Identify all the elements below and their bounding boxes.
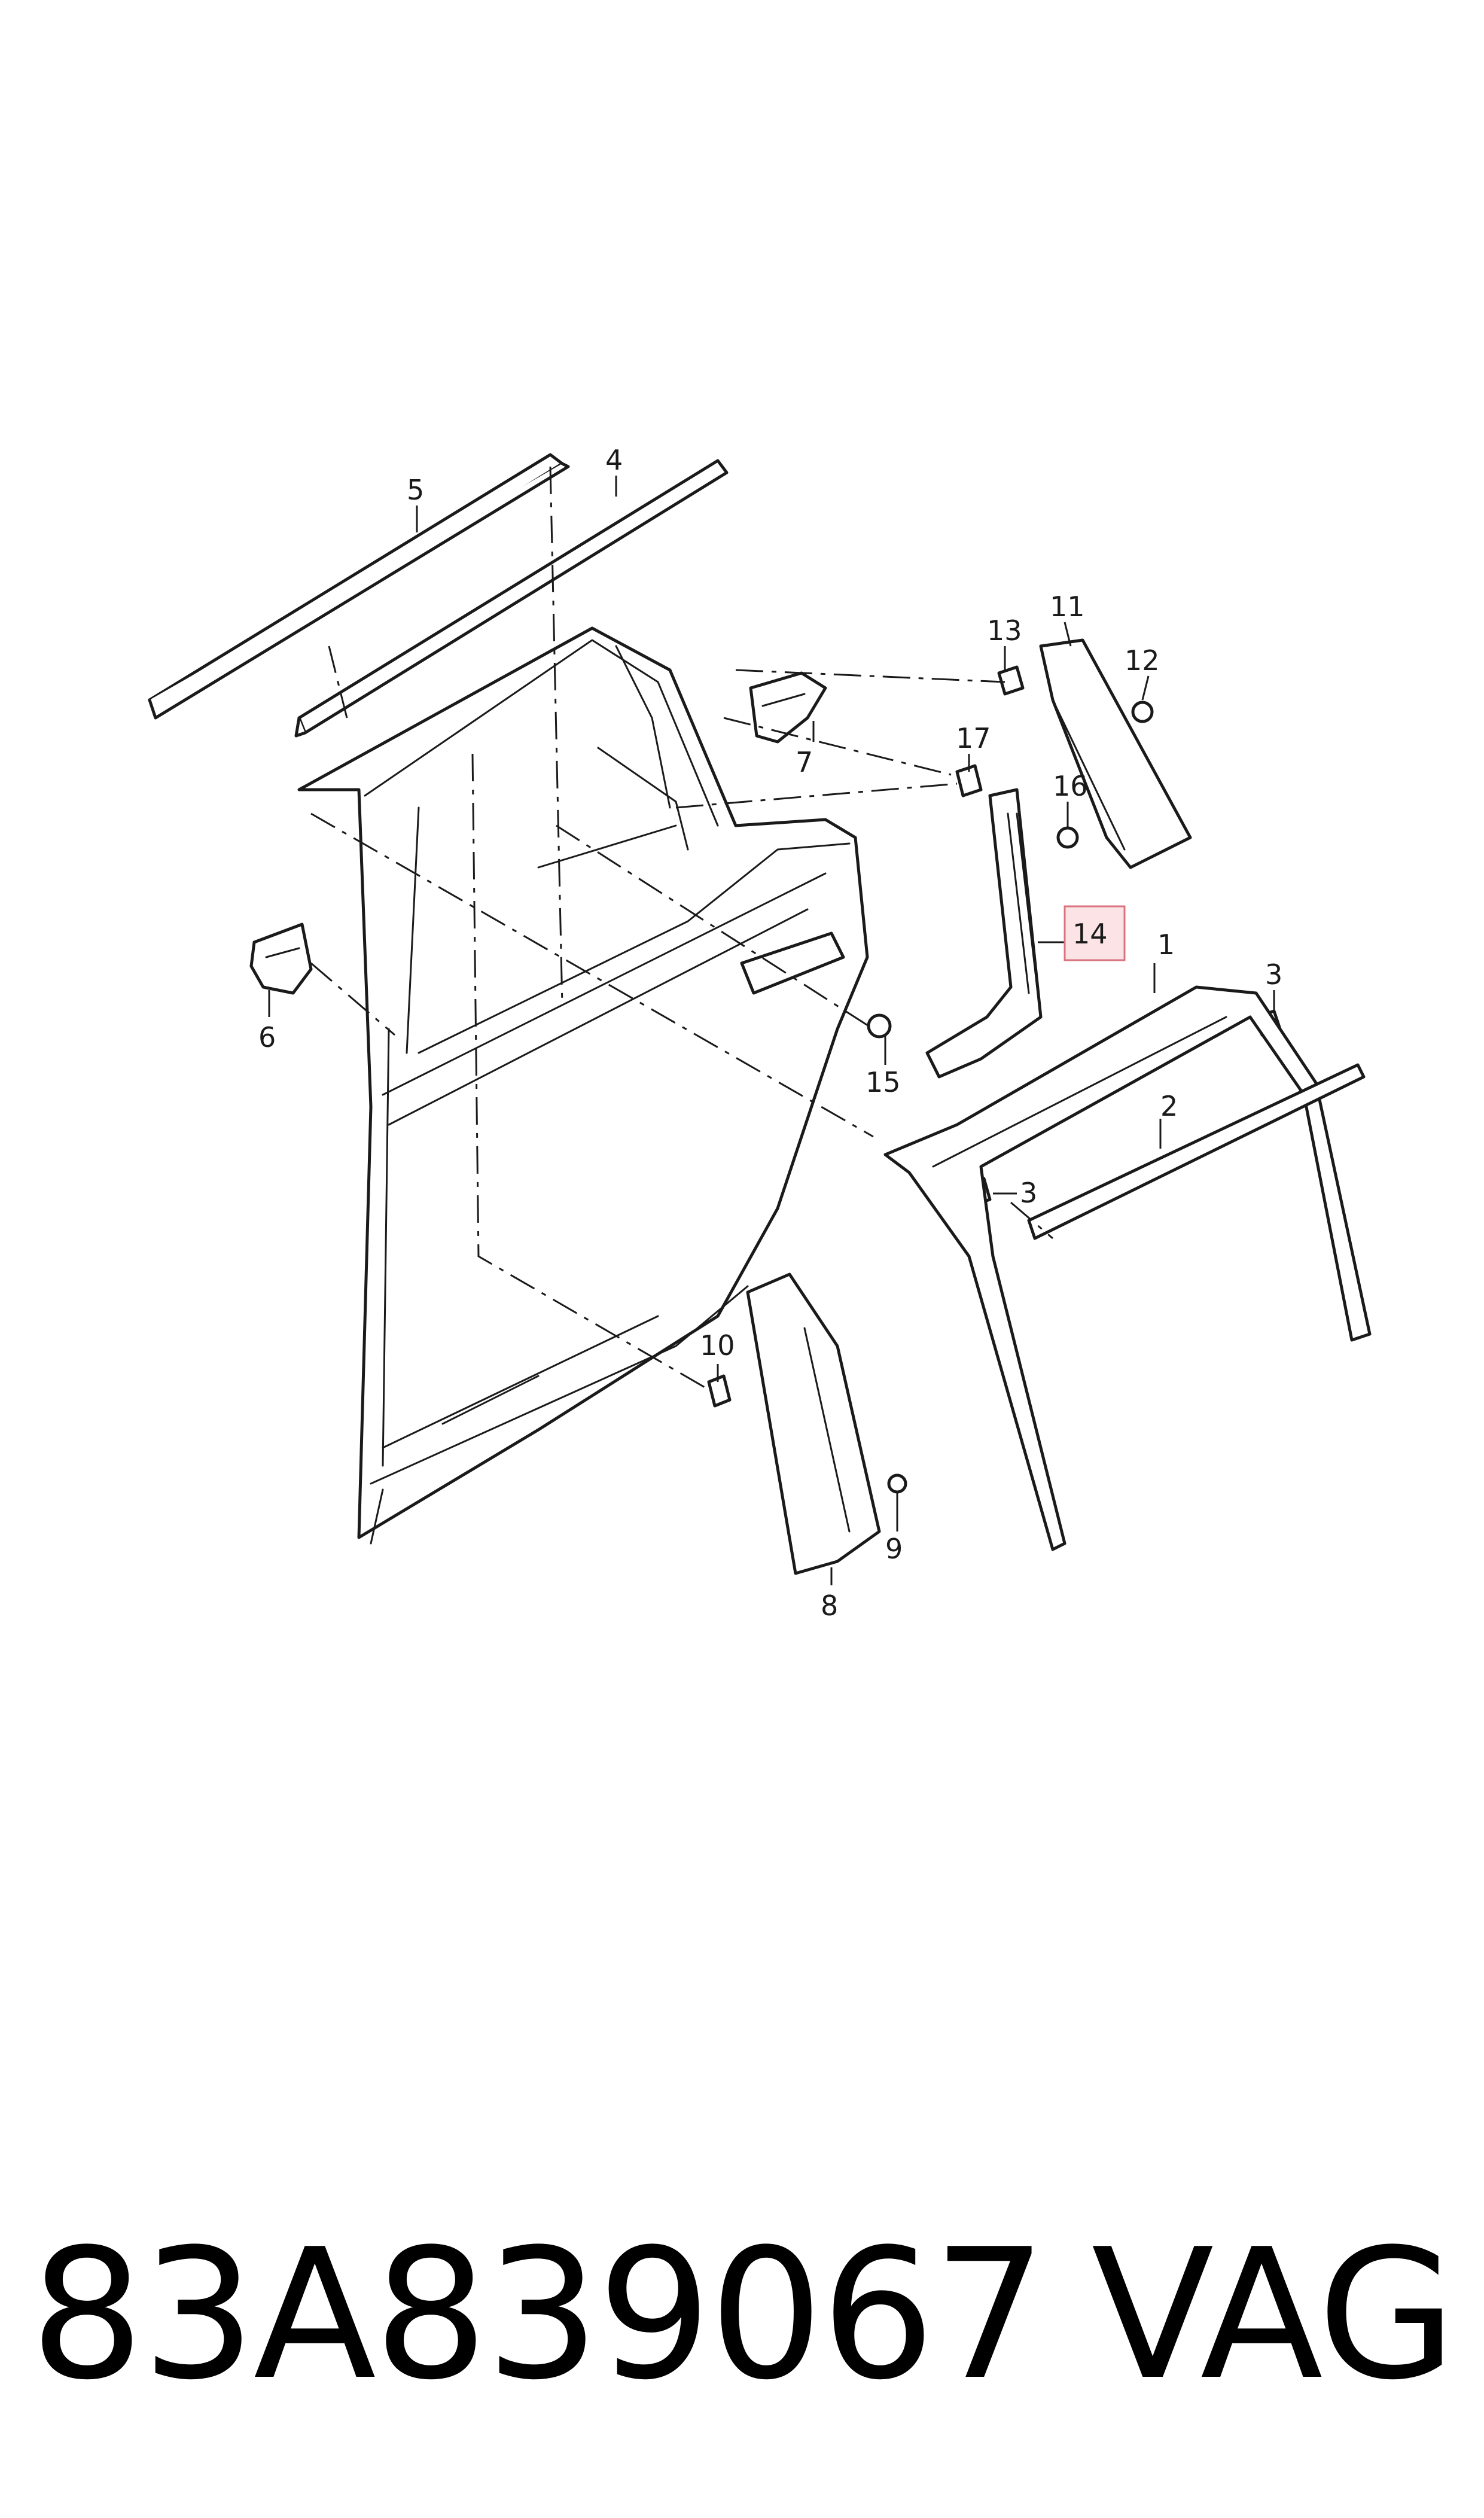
callout-9: 9 [885, 1533, 903, 1565]
callout-2: 2 [1160, 1090, 1178, 1122]
window-seal [1027, 1063, 1366, 1240]
callout-13: 13 [987, 614, 1022, 647]
callout-15: 15 [866, 1066, 901, 1098]
rear-door-shell [297, 626, 869, 1545]
callout-14-highlight [1064, 905, 1126, 961]
pillar-trim [925, 788, 1043, 1079]
window-guide-strip [294, 459, 729, 738]
callout-5: 5 [407, 474, 424, 506]
callout-labels: 1 2 3 3 4 5 6 7 8 9 10 11 12 13 14 15 16… [258, 444, 1282, 1622]
lower-bracket [249, 922, 313, 995]
reference-lines [310, 466, 1053, 1389]
callout-10: 10 [700, 1329, 735, 1362]
upper-trim-cover [1039, 638, 1192, 869]
part-number: 83A839067 [30, 2211, 1047, 2419]
callout-14: 14 [1072, 918, 1108, 950]
callout-6: 6 [258, 1021, 276, 1054]
window-frame [883, 985, 1372, 1551]
callout-8: 8 [821, 1590, 838, 1622]
outer-window-seal [148, 453, 570, 720]
footer-caption: 83A839067 VAG [30, 2211, 1456, 2419]
callout-3-upper: 3 [1265, 958, 1282, 991]
callout-16: 16 [1053, 770, 1088, 802]
callout-4: 4 [605, 444, 623, 476]
callout-17: 17 [956, 722, 991, 754]
callout-7: 7 [796, 746, 813, 778]
callout-12: 12 [1125, 644, 1160, 677]
b-pillar-trim [746, 1272, 881, 1575]
brand-name: VAG [1091, 2211, 1456, 2419]
leader-lines [268, 476, 1275, 1585]
callout-1: 1 [1157, 928, 1175, 961]
callout-3-lower: 3 [1020, 1177, 1037, 1209]
callout-11: 11 [1050, 590, 1085, 623]
